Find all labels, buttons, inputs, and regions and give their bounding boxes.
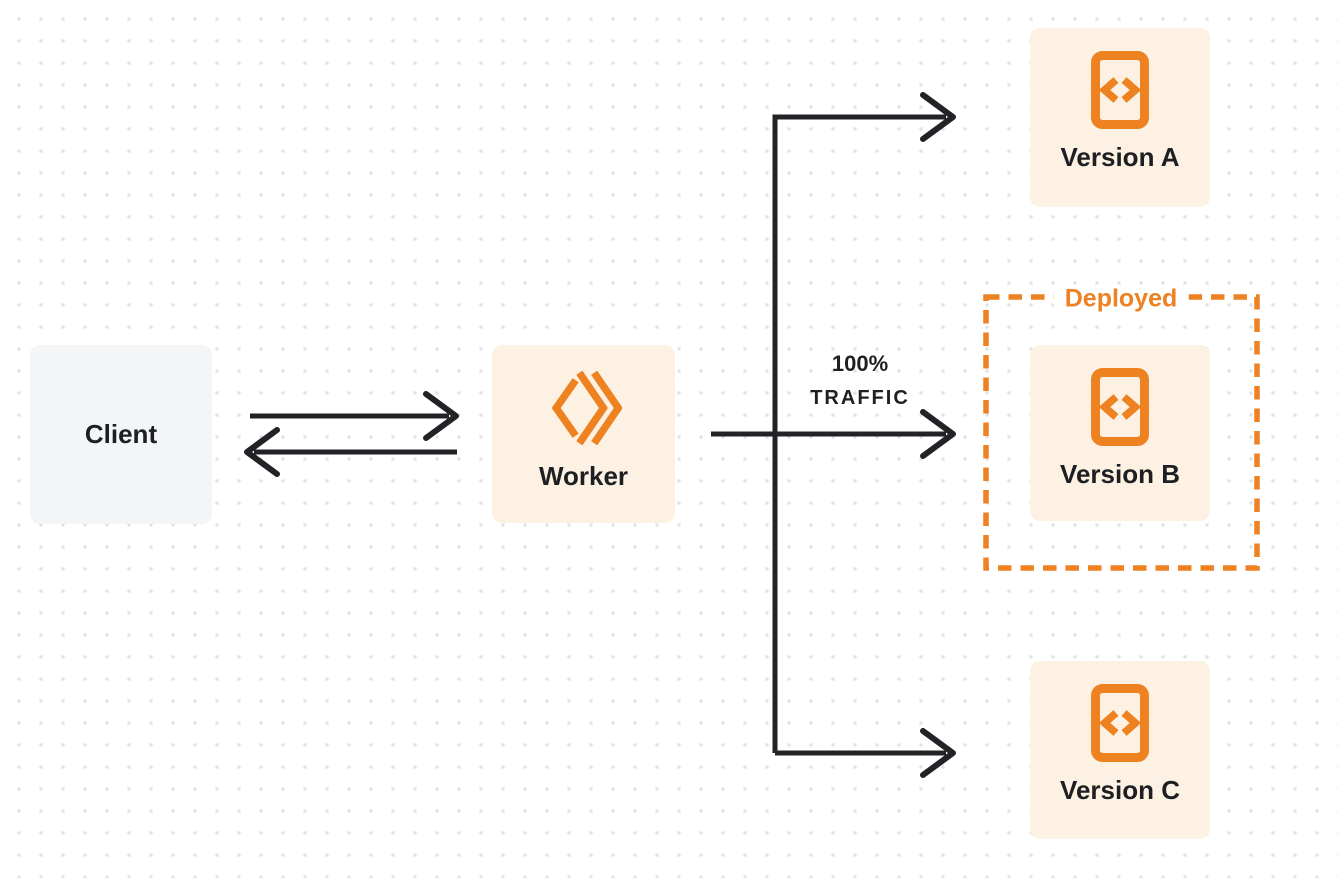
arrowhead-to-version-a	[920, 92, 956, 142]
version-c-label: Version C	[1060, 775, 1180, 805]
arrowhead-worker-to-client	[244, 427, 280, 477]
client-label: Client	[84, 419, 158, 449]
code-file-icon	[1091, 684, 1149, 762]
deployed-label: Deployed	[1053, 284, 1189, 314]
traffic-annotation: 100% TRAFFIC	[795, 351, 925, 410]
arrowhead-client-to-worker	[423, 391, 459, 441]
node-version-b: Version B	[1030, 345, 1210, 521]
worker-label: Worker	[538, 461, 629, 491]
arrowhead-to-version-b	[920, 409, 956, 459]
arrowhead-to-version-c	[920, 728, 956, 778]
node-client: Client	[30, 345, 212, 524]
arrow-branch-to-version-a	[772, 114, 946, 753]
code-file-icon	[1091, 51, 1149, 129]
node-version-a: Version A	[1030, 28, 1210, 207]
traffic-percent-text: 100%	[831, 351, 889, 376]
version-b-label: Version B	[1060, 459, 1180, 489]
traffic-word-text: TRAFFIC	[810, 387, 910, 409]
workers-logo-icon	[546, 367, 623, 449]
code-file-icon	[1091, 368, 1149, 446]
version-a-label: Version A	[1060, 142, 1180, 172]
node-worker: Worker	[492, 345, 675, 523]
node-version-c: Version C	[1030, 661, 1210, 839]
